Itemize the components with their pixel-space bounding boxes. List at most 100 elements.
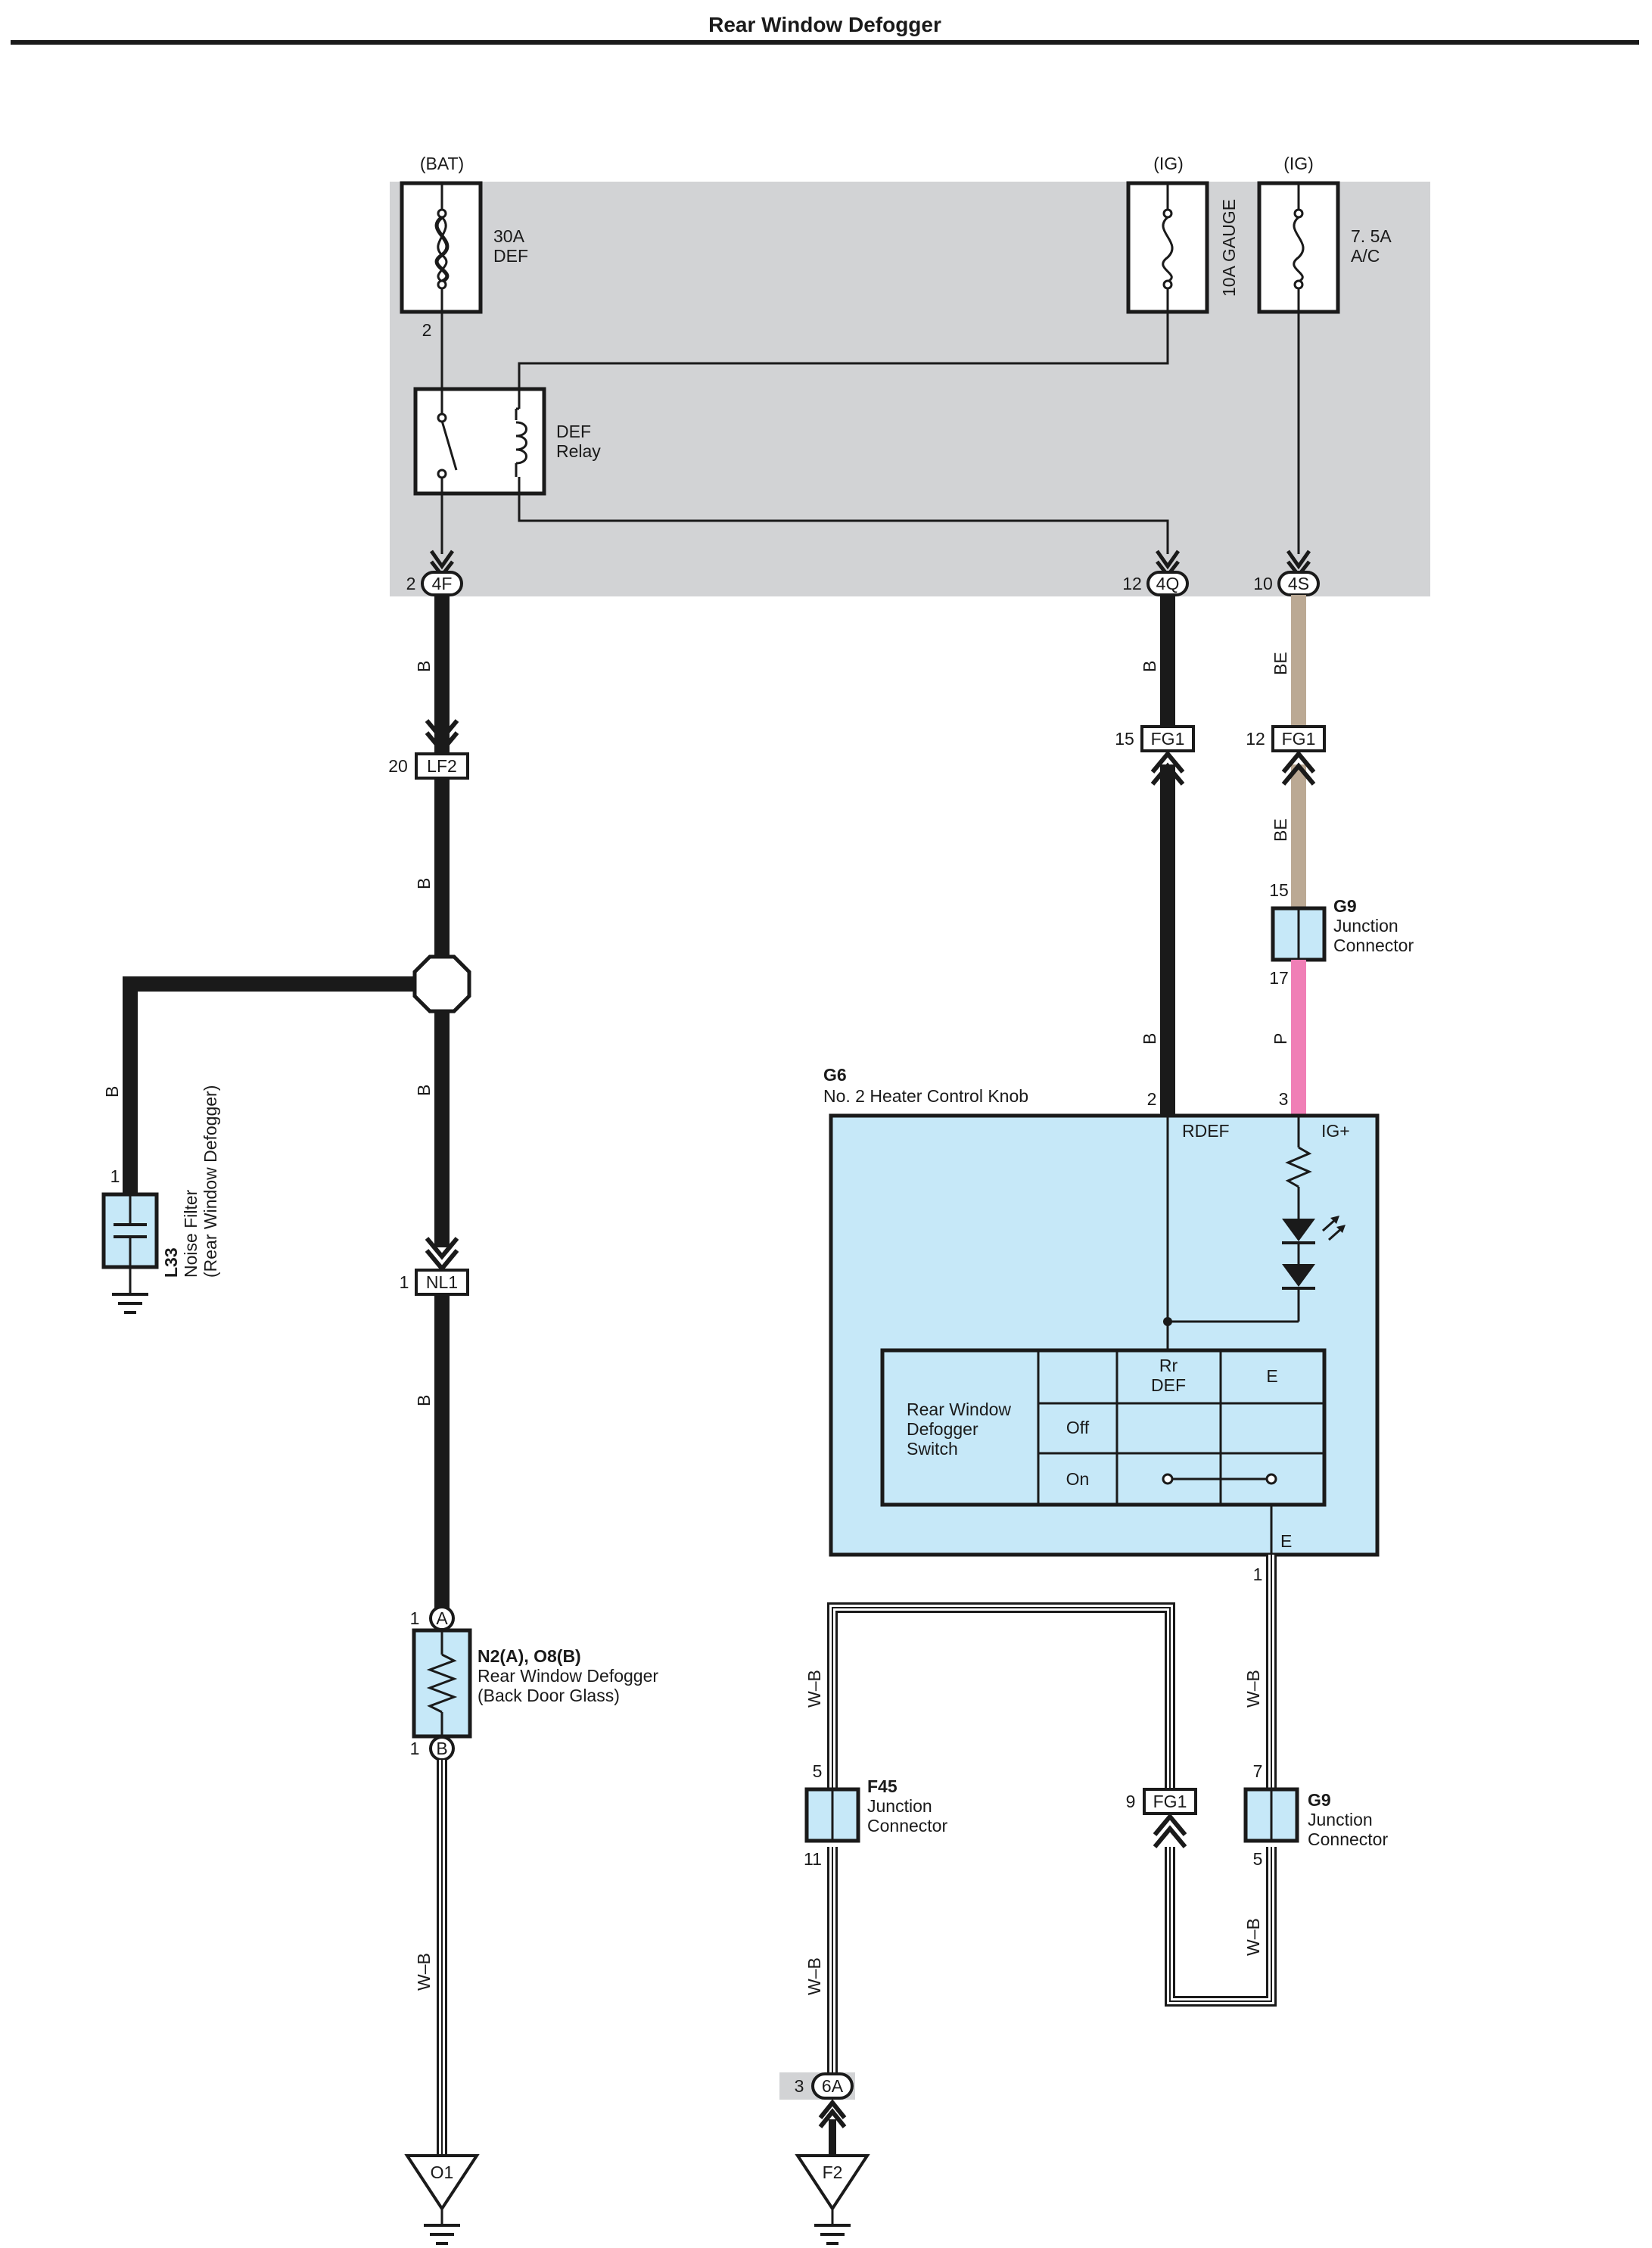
- connector-fg1-c-pin: 9: [1126, 1792, 1136, 1811]
- f45-junction: [804, 1787, 860, 1843]
- connector-6a: [811, 2072, 854, 2100]
- switch-row-off: Off: [1066, 1418, 1090, 1437]
- n2-line2: (Back Door Glass): [478, 1686, 620, 1705]
- chevron-lf2-icon: [425, 719, 459, 755]
- g6-pin-ig: 3: [1279, 1089, 1289, 1109]
- fuse-ac-name: A/C: [1351, 246, 1380, 266]
- connector-fg1-a-pin: 15: [1115, 729, 1134, 749]
- switch-col-rr: Rr: [1159, 1356, 1178, 1375]
- connector-fg1-a-label: FG1: [1151, 729, 1185, 749]
- splice-point: [412, 954, 471, 1013]
- wire-label-be-1: BE: [1271, 652, 1290, 675]
- wire-label-be-2: BE: [1271, 818, 1290, 842]
- bat-label: (BAT): [420, 154, 464, 173]
- switch-col-def: DEF: [1151, 1375, 1186, 1395]
- g9-top-pin-in: 15: [1269, 880, 1289, 900]
- connector-fg1-c-label: FG1: [1153, 1792, 1187, 1811]
- g6-label-rdef: RDEF: [1182, 1121, 1230, 1141]
- l33-line1: Noise Filter: [181, 1189, 201, 1278]
- fuse-30a-def: [400, 181, 483, 314]
- g6-pin-rdef: 2: [1147, 1089, 1157, 1109]
- ig1-label: (IG): [1153, 154, 1184, 173]
- g6-name: No. 2 Heater Control Knob: [823, 1086, 1028, 1106]
- connector-6a-label: 6A: [822, 2076, 844, 2096]
- fuse-def-name: DEF: [493, 246, 528, 266]
- g9-bot-pin-out: 5: [1253, 1849, 1263, 1869]
- wire-label-wb-2: W–B: [1243, 1670, 1263, 1708]
- l33-line2: (Rear Window Defogger): [201, 1085, 220, 1278]
- g9-bot-pin-in: 7: [1253, 1761, 1263, 1781]
- g6-indicator-circuit: [1163, 1116, 1315, 1326]
- g6-label-e: E: [1280, 1531, 1292, 1551]
- fuse-ac-amp: 7. 5A: [1351, 226, 1392, 246]
- def-relay: [413, 312, 546, 554]
- ground-o1: [404, 2154, 480, 2245]
- ground-o1-label: O1: [431, 2162, 454, 2182]
- fuse-def-amp: 30A: [493, 226, 525, 246]
- wire-label-b-1: B: [414, 661, 434, 672]
- connector-4s-label: 4S: [1288, 574, 1309, 593]
- g9-junction-top: [1271, 906, 1327, 962]
- rear-window-defogger-element: [412, 1628, 472, 1739]
- wire-label-wb-5: W–B: [804, 1957, 824, 1995]
- n2-pin-a: 1: [410, 1608, 420, 1628]
- f45-pin-in: 5: [813, 1761, 823, 1781]
- g6-id: G6: [823, 1065, 847, 1085]
- switch-col-e: E: [1266, 1366, 1277, 1386]
- connector-4q-label: 4Q: [1156, 574, 1180, 593]
- fuse-7-5a-ac: [1257, 181, 1340, 314]
- g9-top-line1: Junction: [1333, 916, 1398, 936]
- connector-fg1-b-pin: 12: [1246, 729, 1265, 749]
- switch-name-3: Switch: [907, 1439, 958, 1459]
- connector-6a-pin: 3: [795, 2076, 804, 2096]
- connector-fg1-c: [1143, 1788, 1197, 1815]
- wire-label-b-5: B: [414, 1395, 434, 1406]
- ground-f2: [795, 2154, 870, 2245]
- wire-label-wb-4: W–B: [804, 1670, 824, 1708]
- g9-bot-id: G9: [1308, 1790, 1331, 1810]
- relay-label-2: Relay: [556, 441, 601, 461]
- wire-b-branch-l33: [123, 976, 442, 1196]
- relay-label-1: DEF: [556, 422, 591, 441]
- f45-id: F45: [867, 1776, 898, 1796]
- f45-pin-out: 11: [804, 1849, 822, 1869]
- g9-top-line2: Connector: [1333, 936, 1414, 955]
- wire-wb-network: [827, 1555, 1277, 2086]
- g9-top-id: G9: [1333, 896, 1357, 916]
- fuse-relay-block: [390, 182, 1430, 596]
- chevron-fg1-b-icon: [1281, 750, 1316, 786]
- connector-fg1-b: [1271, 725, 1326, 752]
- wire-label-b-2: B: [414, 878, 434, 889]
- l33-pin: 1: [110, 1166, 120, 1186]
- g9-junction-bottom: [1243, 1787, 1299, 1843]
- ground-f2-label: F2: [823, 2162, 843, 2182]
- f45-line1: Junction: [867, 1796, 932, 1816]
- switch-row-on: On: [1066, 1469, 1090, 1489]
- f45-line2: Connector: [867, 1816, 947, 1835]
- connector-4q-pin: 12: [1122, 574, 1142, 593]
- wire-label-b-6: B: [1140, 661, 1159, 672]
- wire-label-wb-1: W–B: [414, 1953, 434, 1991]
- switch-name-2: Defogger: [907, 1419, 978, 1439]
- diagram-title: Rear Window Defogger: [708, 13, 941, 36]
- g9-bot-line2: Connector: [1308, 1829, 1388, 1849]
- led-light-rays-icon: [1322, 1216, 1346, 1241]
- fuse-def-pin: 2: [422, 320, 432, 340]
- wire-label-b-4: B: [102, 1086, 122, 1098]
- wire-label-p: P: [1271, 1033, 1290, 1045]
- g6-pin-e: 1: [1253, 1565, 1263, 1584]
- n2-id: N2(A), O8(B): [478, 1646, 581, 1666]
- l33-noise-filter: [101, 1192, 159, 1314]
- connector-4f-pin: 2: [406, 574, 416, 593]
- terminal-b-label: B: [436, 1739, 447, 1758]
- connector-fg1-b-label: FG1: [1282, 729, 1316, 749]
- connector-nl1-label: NL1: [426, 1272, 458, 1292]
- connector-4s-pin: 10: [1253, 574, 1273, 593]
- chevron-fg1-c-icon: [1153, 1813, 1187, 1848]
- connector-nl1-pin: 1: [400, 1272, 409, 1292]
- connector-4f-label: 4F: [432, 574, 453, 593]
- n2-pin-b: 1: [410, 1739, 420, 1758]
- g9-bot-line1: Junction: [1308, 1810, 1373, 1829]
- terminal-a-label: A: [436, 1608, 448, 1628]
